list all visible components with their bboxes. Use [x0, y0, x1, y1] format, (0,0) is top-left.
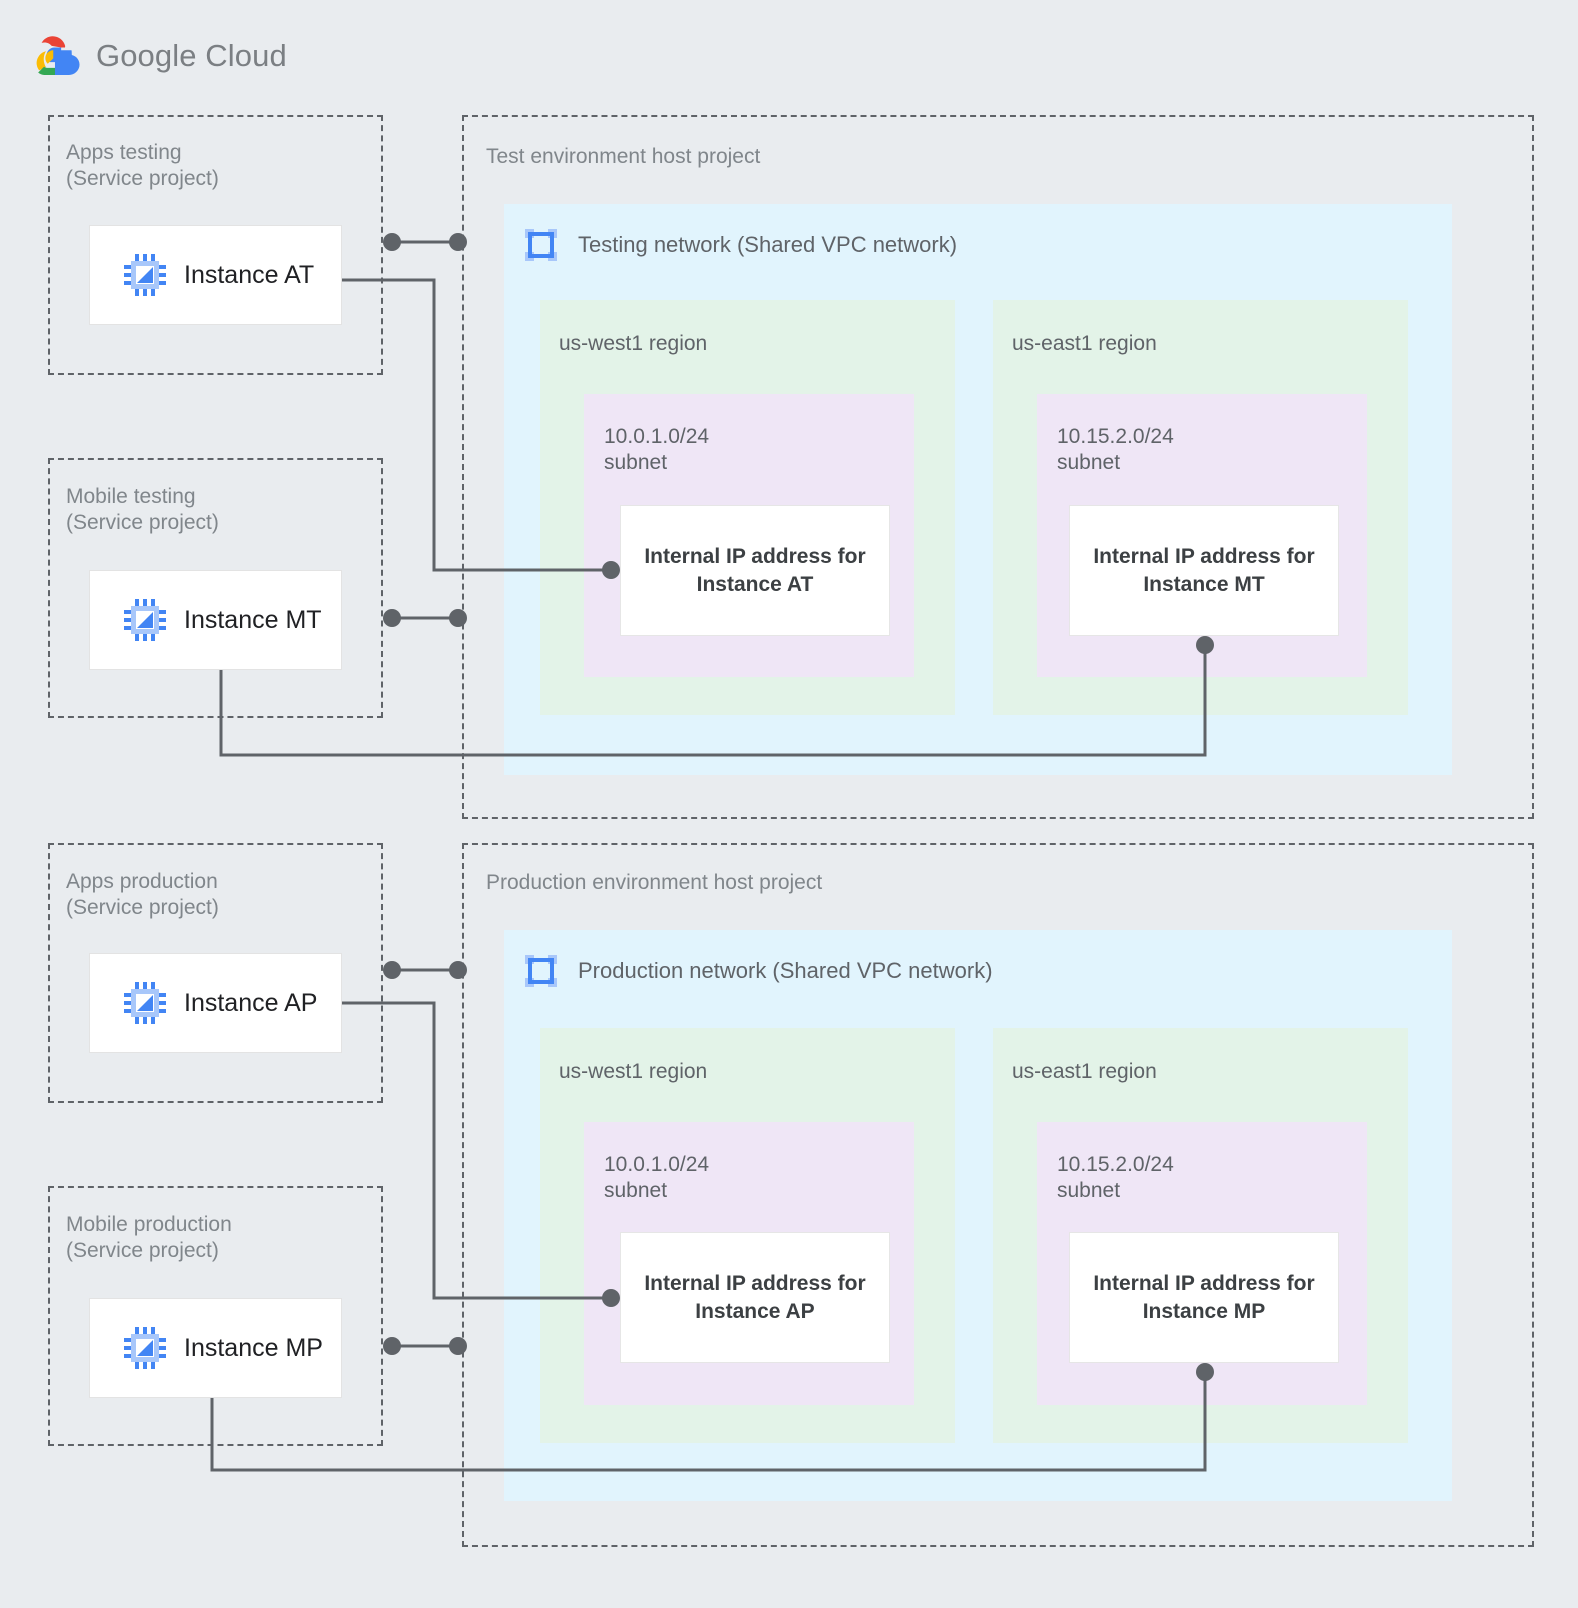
instance-card-mp[interactable]: Instance MP: [89, 1298, 342, 1398]
ip-box-text-instance-ap: Internal IP address for Instance AP: [644, 1271, 866, 1323]
cpu-chip-icon: [124, 982, 166, 1024]
ip-box-instance-at: Internal IP address for Instance AT: [620, 505, 890, 636]
service-project-mobile-testing: [48, 458, 383, 718]
region-label-prod-us-west1: us-west1 region: [559, 1060, 708, 1083]
service-project-apps-production-label: Apps production (Service project): [66, 870, 219, 919]
service-project-apps-production: [48, 843, 383, 1103]
instance-card-mt[interactable]: Instance MT: [89, 570, 342, 670]
instance-label-at: Instance AT: [184, 260, 315, 289]
instance-label-mp: Instance MP: [184, 1333, 323, 1362]
google-cloud-brand: Google Cloud: [32, 34, 287, 78]
connector-at-boundary: [383, 233, 467, 251]
ip-box-instance-mt: Internal IP address for Instance MT: [1069, 505, 1339, 636]
brand-cloud: Cloud: [196, 38, 287, 73]
service-project-apps-testing-label: Apps testing (Service project): [66, 141, 219, 190]
subnet-label-test-us-east1: 10.15.2.0/24 subnet: [1057, 425, 1174, 474]
brand-title: Google Cloud: [96, 38, 287, 74]
connector-mt-boundary: [383, 609, 467, 627]
cpu-chip-icon: [124, 254, 166, 296]
brand-google: Google: [96, 38, 197, 73]
vpc-title-testing-network: Testing network (Shared VPC network): [578, 232, 958, 257]
subnet-label-test-us-west1: 10.0.1.0/24 subnet: [604, 425, 710, 474]
vpc-network-icon: [525, 955, 557, 987]
service-project-apps-testing: [48, 115, 383, 375]
region-label-test-us-west1: us-west1 region: [559, 332, 708, 355]
host-project-production-environment-label: Production environment host project: [486, 871, 823, 894]
host-project-test-environment-label: Test environment host project: [486, 145, 761, 168]
ip-box-text-instance-mp: Internal IP address for Instance MP: [1093, 1271, 1315, 1323]
region-label-prod-us-east1: us-east1 region: [1012, 1060, 1157, 1083]
ip-box-instance-mp: Internal IP address for Instance MP: [1069, 1232, 1339, 1363]
service-project-mobile-testing-label: Mobile testing (Service project): [66, 485, 219, 534]
vpc-network-icon: [525, 229, 557, 261]
ip-box-text-instance-mt: Internal IP address for Instance MT: [1093, 544, 1315, 596]
ip-box-instance-ap: Internal IP address for Instance AP: [620, 1232, 890, 1363]
subnet-label-prod-us-east1: 10.15.2.0/24 subnet: [1057, 1153, 1174, 1202]
connector-ap-boundary: [383, 961, 467, 979]
google-cloud-logo: [36, 36, 80, 75]
instance-card-at[interactable]: Instance AT: [89, 225, 342, 325]
vpc-title-production-network: Production network (Shared VPC network): [578, 958, 993, 983]
service-project-mobile-production-label: Mobile production (Service project): [66, 1213, 232, 1262]
vpc-header-testing-network: Testing network (Shared VPC network): [522, 226, 957, 264]
vpc-header-production-network: Production network (Shared VPC network): [522, 952, 993, 990]
subnet-label-prod-us-west1: 10.0.1.0/24 subnet: [604, 1153, 710, 1202]
instance-label-ap: Instance AP: [184, 988, 318, 1017]
ip-box-text-instance-at: Internal IP address for Instance AT: [644, 544, 866, 596]
cpu-chip-icon: [124, 599, 166, 641]
instance-label-mt: Instance MT: [184, 605, 322, 634]
instance-card-ap[interactable]: Instance AP: [89, 953, 342, 1053]
cpu-chip-icon: [124, 1327, 166, 1369]
region-label-test-us-east1: us-east1 region: [1012, 332, 1157, 355]
connector-mp-boundary: [383, 1337, 467, 1355]
